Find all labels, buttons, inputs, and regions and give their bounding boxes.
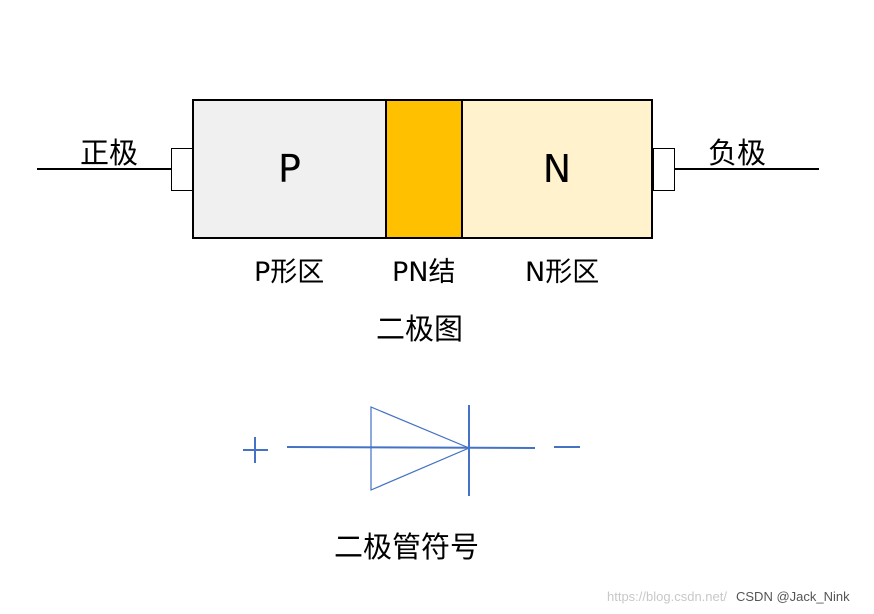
n-region-caption: N形区 [525, 257, 600, 288]
diode-structure-title: 二极图 [376, 312, 464, 346]
anode-lead-wire [37, 168, 173, 170]
watermark-url: https://blog.csdn.net/ [607, 589, 727, 604]
cathode-lead-wire [674, 168, 819, 170]
p-region: P [192, 99, 387, 239]
cathode-label: 负极 [708, 136, 767, 170]
diode-symbol-title: 二极管符号 [334, 530, 480, 564]
plus-sign-icon [243, 437, 268, 463]
anode-label: 正极 [80, 136, 139, 170]
n-region-letter: N [542, 147, 572, 191]
diode-triangle [370, 406, 471, 491]
symbol-wire [286, 446, 536, 449]
p-region-letter: P [278, 147, 301, 191]
watermark-author: CSDN @Jack_Nink [736, 589, 850, 604]
p-region-caption: P形区 [254, 257, 325, 288]
n-region: N [461, 99, 653, 239]
pn-junction-caption: PN结 [392, 257, 456, 288]
